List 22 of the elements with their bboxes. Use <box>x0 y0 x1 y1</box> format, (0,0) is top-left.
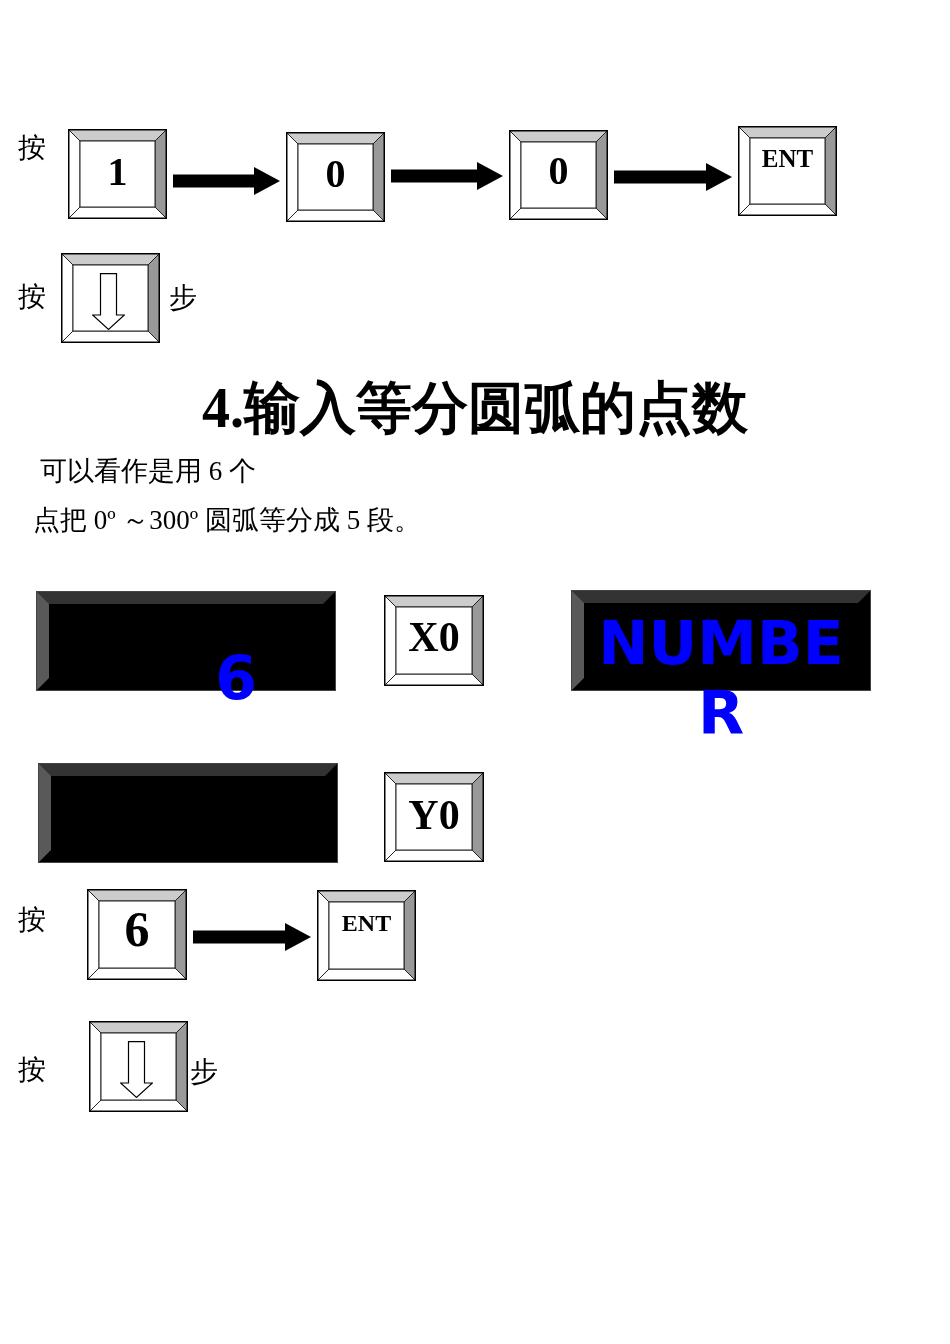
display-panel <box>39 764 337 862</box>
arrow <box>391 162 503 190</box>
keypad-key: Y0 <box>384 772 484 862</box>
body-text: 点把 0º ～300º 圆弧等分成 5 段。 <box>33 507 421 534</box>
arrow <box>173 167 280 195</box>
keypad-key: ENT <box>738 126 837 216</box>
keypad-key: 0 <box>509 130 608 220</box>
instruction-text: 按 <box>18 283 46 311</box>
instruction-text: 步 <box>190 1058 218 1086</box>
keypad-key: X0 <box>384 595 484 686</box>
instruction-text: 按 <box>18 1056 46 1084</box>
instruction-text: 按 <box>18 906 46 934</box>
body-text: 可以看作是用 6 个 <box>40 458 256 485</box>
display-readout: NUMBER <box>597 608 845 748</box>
keypad-key: 0 <box>286 132 385 222</box>
section-title: 4.输入等分圆弧的点数 <box>202 380 748 436</box>
keypad-key: 6 <box>87 889 187 980</box>
arrow <box>614 163 732 191</box>
keypad-key: ENT <box>317 890 416 981</box>
keypad-key: 1 <box>68 129 167 219</box>
instruction-text: 步 <box>169 284 197 312</box>
arrow <box>193 923 311 951</box>
